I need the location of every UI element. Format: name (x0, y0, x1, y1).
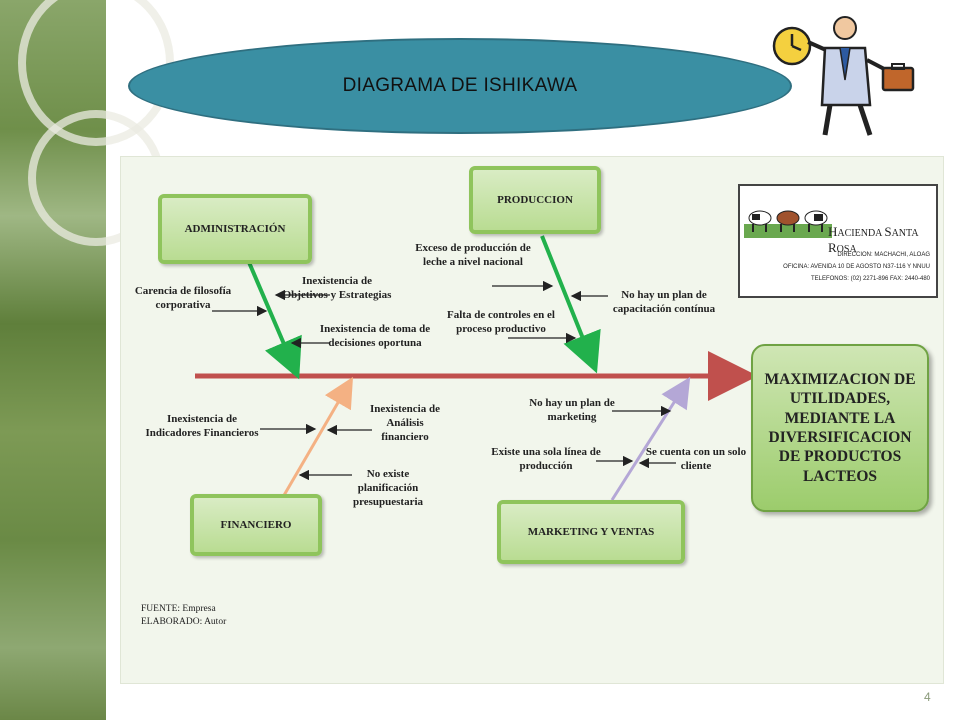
bone-administracion (246, 259, 302, 380)
cause-plan-marketing: No hay un plan de marketing (529, 397, 615, 423)
cause-planificacion-presupuestaria: No existe planificación presupuestaria (352, 468, 424, 508)
source-elaborado: ELABORADO: Autor (141, 617, 227, 627)
cause-indicadores-financieros: Inexistencia de Indicadores Financieros (145, 413, 259, 439)
hacienda-direccion: DIRECCION: MACHACHI, ALOAG (837, 252, 930, 258)
page-number: 4 (924, 690, 931, 704)
category-marketing-ventas: MARKETING Y VENTAS (497, 500, 685, 564)
cause-plan-capacitacion: No hay un plan de capacitación contínua (612, 289, 716, 315)
bone-produccion (540, 235, 601, 374)
cause-falta-controles: Falta de controles en el proceso product… (447, 309, 555, 335)
page-title: DIAGRAMA DE ISHIKAWA (342, 75, 578, 96)
hacienda-telefonos: TELEFONOS: (02) 2271-896 FAX: 2440-480 (810, 276, 930, 282)
cause-analisis-financiero: Inexistencia de Análisis financiero (370, 403, 440, 443)
businessman-clock-briefcase-icon (772, 16, 915, 136)
cause-sola-linea: Existe una sola línea de producción (491, 446, 601, 472)
category-administracion: ADMINISTRACIÓN (158, 194, 312, 264)
source-fuente: FUENTE: Empresa (141, 604, 216, 614)
hacienda-oficina: OFICINA: AVENIDA 10 DE AGOSTO N37-116 Y … (783, 264, 930, 270)
bone-financiero (281, 376, 354, 498)
cause-exceso-produccion: Exceso de producción de leche a nivel na… (415, 242, 531, 268)
hacienda-name: HACIENDA SANTA ROSA (828, 224, 918, 255)
cause-toma-decisiones: Inexistencia de toma de decisiones oport… (319, 323, 431, 349)
effect-box: MAXIMIZACION DE UTILIDADES, MEDIANTE LA … (751, 344, 929, 512)
title-banner: DIAGRAMA DE ISHIKAWA (128, 38, 792, 134)
cause-solo-cliente: Se cuenta con un solo cliente (645, 446, 747, 472)
hacienda-logo: HACIENDA SANTA ROSA DIRECCION: MACHACHI,… (738, 184, 938, 298)
category-financiero: FINANCIERO (190, 494, 322, 556)
bone-marketing (610, 376, 691, 501)
category-produccion: PRODUCCION (469, 166, 601, 234)
cows-icon (744, 210, 832, 238)
cause-objetivos-estrategias: Inexistencia de Objetivos y Estrategias (282, 275, 392, 301)
cause-carencia-filosofia: Carencia de filosofía corporativa (134, 285, 232, 311)
